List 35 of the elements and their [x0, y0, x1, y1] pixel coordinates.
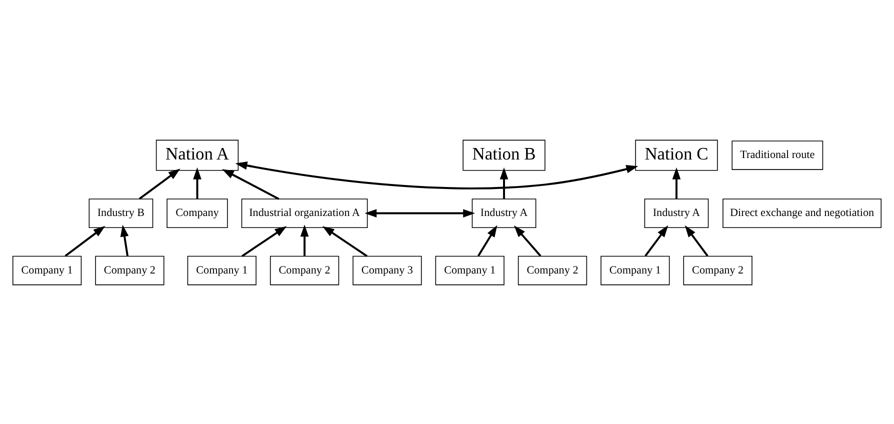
node-box: Company 1	[435, 255, 504, 285]
node-box: Company 3	[352, 255, 422, 285]
arrow	[64, 225, 106, 256]
arrow	[364, 208, 476, 217]
node-box: Company	[166, 198, 228, 228]
node-box: Industry B	[88, 198, 154, 228]
arrow	[242, 226, 287, 256]
node-box: Company 2	[518, 255, 588, 285]
node-box: Industry A	[644, 198, 709, 228]
node-box: Company 2	[270, 255, 340, 285]
node-box: Nation B	[462, 139, 546, 170]
node-box: Company 1	[600, 255, 670, 285]
arrow	[120, 224, 129, 256]
node-box: Traditional route	[732, 140, 824, 170]
arrow	[193, 166, 202, 198]
node-box: Nation C	[635, 139, 718, 170]
node-box: Nation A	[156, 139, 239, 170]
arrow	[500, 166, 508, 198]
arrow	[477, 224, 498, 256]
node-box: Company 2	[683, 255, 752, 285]
node-box: Direct exchange and negotiation	[722, 198, 882, 228]
node-box: Company 1	[12, 255, 82, 285]
arrow	[138, 168, 180, 200]
arrow	[300, 224, 309, 256]
node-box: Company 1	[187, 255, 256, 285]
node-box: Industry A	[472, 198, 536, 228]
arrow	[235, 160, 638, 189]
arrow	[684, 224, 708, 256]
arrow	[672, 166, 681, 198]
arrow	[644, 224, 668, 256]
arrow	[222, 168, 280, 200]
node-box: Industrial organization A	[241, 198, 368, 228]
arrow	[514, 224, 542, 256]
node-box: Company 2	[95, 255, 164, 285]
arrow	[322, 226, 368, 256]
